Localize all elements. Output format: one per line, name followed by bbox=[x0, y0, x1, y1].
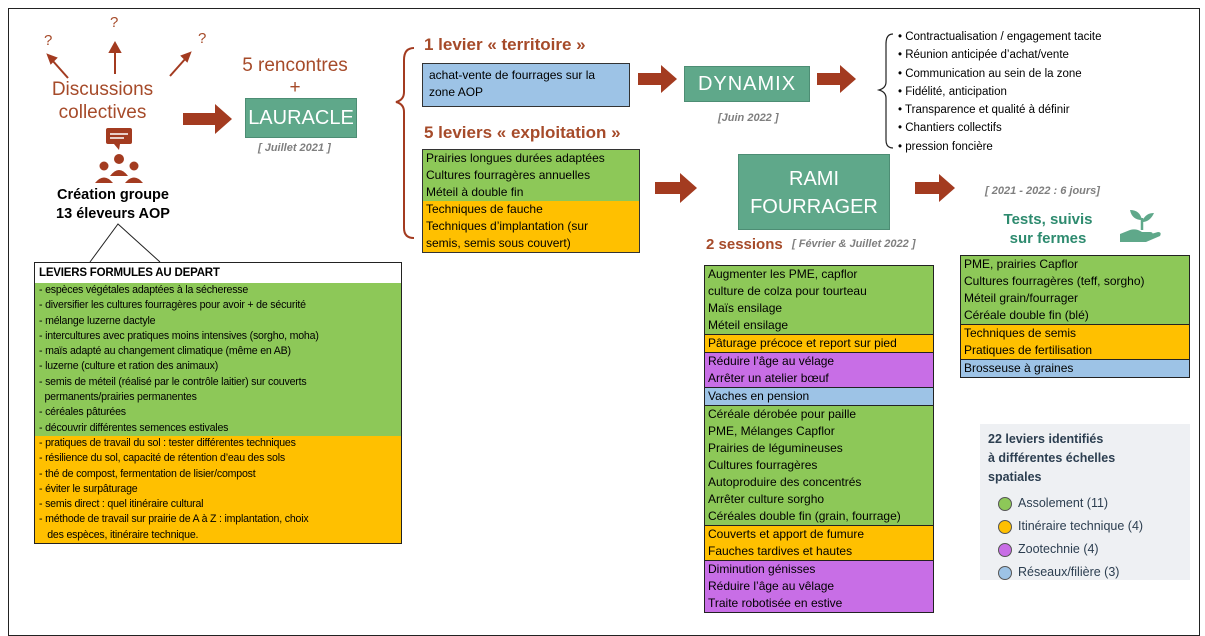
lauracle-meetings: 5 rencontres+ bbox=[242, 55, 348, 98]
question-mark-right: ? bbox=[198, 30, 207, 47]
territoire-lever-box: achat-vente de fourrages sur la zone AOP bbox=[422, 63, 630, 107]
arrow-to-bullets bbox=[817, 65, 856, 93]
exploitation-heading: 5 leviers « exploitation » bbox=[424, 123, 621, 142]
dynamix-outcomes: Contractualisation / engagement taciteRé… bbox=[898, 28, 1101, 156]
purple-dot-icon bbox=[998, 542, 1012, 557]
lauracle-box: LAURACLE bbox=[245, 98, 357, 138]
group-meeting-icon bbox=[95, 128, 143, 183]
legend-item-assolement: Assolement (11) bbox=[998, 492, 1143, 515]
question-arrows-icon bbox=[46, 40, 192, 79]
blue-dot-icon bbox=[998, 565, 1012, 580]
arrow-to-tests bbox=[915, 174, 955, 202]
legend-item-itineraire: Itinéraire technique (4) bbox=[998, 515, 1143, 538]
rami-date: [ Février & Juillet 2022 ] bbox=[792, 238, 916, 250]
initial-levers-title: LEVIERS FORMULES AU DEPART bbox=[39, 267, 220, 279]
tests-date: [ 2021 - 2022 : 6 jours] bbox=[985, 185, 1100, 197]
hand-plant-icon bbox=[1120, 210, 1161, 242]
arrow-to-dynamix bbox=[638, 65, 677, 93]
rami-sessions: 2 sessions bbox=[706, 236, 783, 253]
legend-items: Assolement (11) Itinéraire technique (4)… bbox=[998, 492, 1143, 584]
legend-item-zootechnie: Zootechnie (4) bbox=[998, 538, 1143, 561]
dynamix-date: [Juin 2022 ] bbox=[718, 112, 779, 124]
brace-dynamix bbox=[876, 33, 894, 149]
orange-dot-icon bbox=[998, 519, 1012, 534]
lauracle-date: [ Juillet 2021 ] bbox=[258, 142, 331, 154]
arrow-to-rami bbox=[655, 173, 697, 203]
question-mark-left: ? bbox=[44, 32, 53, 49]
green-dot-icon bbox=[998, 496, 1012, 511]
legend-item-reseaux: Réseaux/filière (3) bbox=[998, 561, 1143, 584]
arrow-to-lauracle bbox=[183, 104, 232, 134]
brace-lauracle bbox=[395, 47, 415, 239]
territoire-heading: 1 levier « territoire » bbox=[424, 35, 586, 54]
initial-levers-box: LEVIERS FORMULES AU DEPART - espèces vég… bbox=[34, 262, 402, 545]
dynamix-box: DYNAMIX bbox=[684, 66, 810, 102]
question-mark-center: ? bbox=[110, 14, 119, 31]
